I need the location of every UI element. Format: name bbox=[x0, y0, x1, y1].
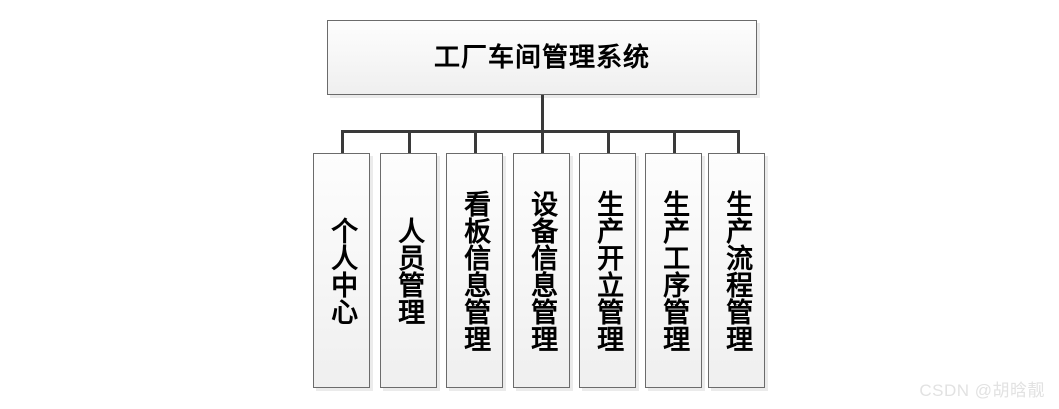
node-label: 生产开立管理 bbox=[593, 189, 624, 352]
node-label: 生产流程管理 bbox=[722, 189, 753, 352]
node-equipment-info-management[interactable]: 设备信息管理 bbox=[513, 153, 570, 388]
connector-drop-5 bbox=[607, 130, 610, 155]
root-node-label: 工厂车间管理系统 bbox=[433, 42, 650, 72]
connector-drop-4 bbox=[541, 130, 544, 155]
connector-trunk-vertical bbox=[541, 95, 544, 133]
connector-horizontal-bus bbox=[341, 130, 740, 133]
node-kanban-info-management[interactable]: 看板信息管理 bbox=[446, 153, 503, 388]
node-production-flow-management[interactable]: 生产流程管理 bbox=[708, 153, 765, 388]
root-node-factory-workshop-management-system[interactable]: 工厂车间管理系统 bbox=[327, 20, 757, 95]
node-production-issue-management[interactable]: 生产开立管理 bbox=[579, 153, 636, 388]
csdn-watermark: CSDN @胡晗靓 bbox=[919, 381, 1045, 400]
node-label: 生产工序管理 bbox=[659, 189, 690, 352]
node-label: 个人中心 bbox=[327, 216, 358, 325]
node-label: 看板信息管理 bbox=[460, 189, 491, 352]
connector-drop-2 bbox=[408, 130, 411, 155]
node-personal-center[interactable]: 个人中心 bbox=[313, 153, 370, 388]
node-label: 人员管理 bbox=[394, 216, 425, 325]
node-label: 设备信息管理 bbox=[527, 189, 558, 352]
connector-drop-3 bbox=[474, 130, 477, 155]
node-personnel-management[interactable]: 人员管理 bbox=[380, 153, 437, 388]
node-production-process-step-management[interactable]: 生产工序管理 bbox=[645, 153, 702, 388]
connector-drop-6 bbox=[673, 130, 676, 155]
connector-drop-7 bbox=[737, 130, 740, 155]
connector-drop-1 bbox=[341, 130, 344, 155]
